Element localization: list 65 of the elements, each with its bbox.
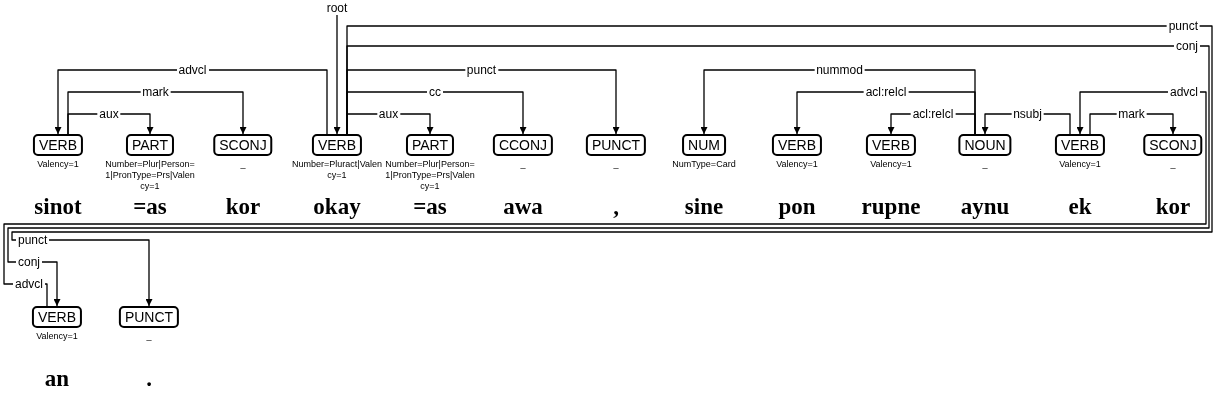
pos-tag-box: VERB [865,134,917,156]
feature-text: _ [1169,159,1177,170]
word-text: aynu [960,194,1010,220]
feature-text: _ [145,331,153,342]
pos-tag-box: CCONJ [492,134,554,156]
dependency-arrow [3,91,1207,307]
pos-tag-box: PART [126,134,174,156]
feature-text: _ [612,159,620,170]
relation-label: advcl [13,277,45,291]
relation-label: conj [16,255,42,269]
word-text: =as [413,194,447,220]
dependency-arrow [333,13,341,135]
word-text: ek [1068,194,1092,220]
feature-text: NumType=Card [671,159,737,170]
word-text: sine [684,194,724,220]
pos-tag-box: VERB [1054,134,1106,156]
word-text: . [146,366,152,392]
edge-label: root [324,1,350,15]
edge-label: nsubj [1011,107,1044,121]
pos-tag-box: NOUN [958,134,1012,156]
feature-text: Valency=1 [775,159,819,170]
feature-text: _ [519,159,527,170]
word-text: =as [133,194,167,220]
feature-text: Number=Pluract|Valency=1 [291,159,383,181]
edge-label: conj [1174,39,1200,53]
pos-tag-box: SCONJ [1143,134,1203,156]
word-text: kor [225,194,261,220]
pos-tag-box: SCONJ [213,134,273,156]
dependency-arrow [346,91,527,135]
edge-label: nummod [814,63,865,77]
edge-label: acl:relcl [863,85,909,99]
pos-tag-box: NUM [682,134,726,156]
word-text: pon [778,194,816,220]
feature-text: _ [981,159,989,170]
word-text: sinot [34,194,82,220]
pos-tag-box: PUNCT [585,134,647,156]
edge-label: mark [140,85,171,99]
word-text: rupne [861,194,921,220]
edge-label: acl:relcl [910,107,956,121]
relation-label: punct [16,233,50,247]
feature-text: _ [239,159,247,170]
dependency-arrow [54,69,328,135]
word-text: an [44,366,70,392]
feature-text: Valency=1 [869,159,913,170]
word-text: okay [313,194,361,220]
edge-label: advcl [176,63,209,77]
feature-text: Number=Plur|Person=1|PronType=Prs|Valency=1 [104,159,196,192]
edge-label: advcl [1168,85,1200,99]
word-text: awa [503,194,543,220]
pos-tag-box: PART [406,134,454,156]
dependency-arrow [346,69,620,135]
pos-tag-box: VERB [32,134,84,156]
pos-tag-box: VERB [31,306,83,328]
pos-tag-box: VERB [311,134,363,156]
edge-label: punct [1166,19,1200,33]
pos-tag-box: PUNCT [118,306,180,328]
feature-text: Valency=1 [36,159,80,170]
word-text: , [613,194,619,220]
pos-tag-box: VERB [771,134,823,156]
word-text: kor [1155,194,1191,220]
edge-label: punct [464,63,499,77]
feature-text: Valency=1 [35,331,79,342]
feature-text: Valency=1 [1058,159,1102,170]
feature-text: Number=Plur|Person=1|PronType=Prs|Valency=1 [384,159,476,192]
edge-label: mark [1116,107,1147,121]
